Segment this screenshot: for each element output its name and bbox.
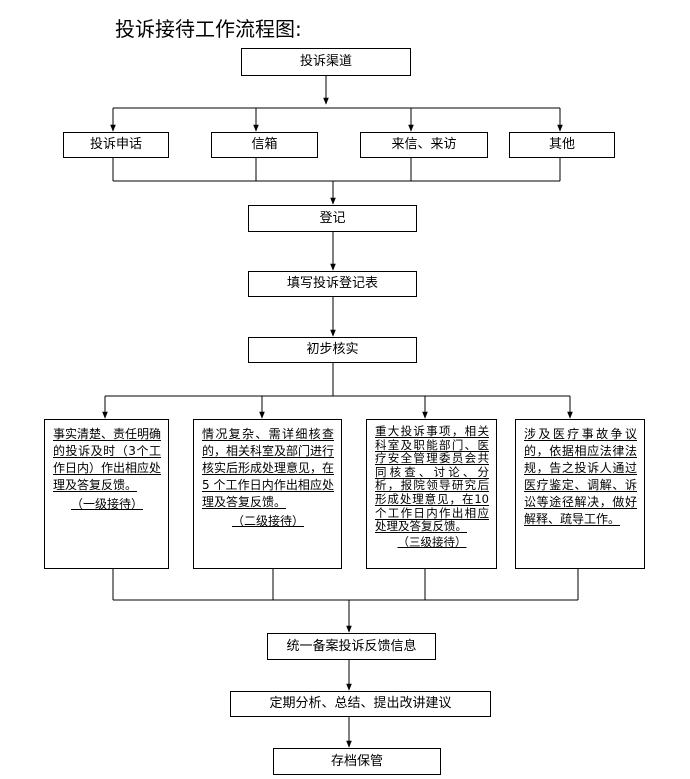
level-1-label: （一级接待）	[70, 497, 143, 511]
node-initial-verify: 初步核实	[248, 337, 417, 363]
node-letter-visit: 来信、来访	[360, 132, 488, 158]
node-archive: 存档保管	[273, 748, 441, 775]
level-2-label: （二级接待）	[231, 514, 304, 528]
level-3-label: （三级接待）	[397, 534, 467, 549]
node-complaint-channel: 投诉渠道	[241, 48, 411, 76]
node-unified-record: 统一备案投诉反馈信息	[267, 633, 436, 660]
level-2-box: 情况复杂、需详细核查的，相关科室及部门进行核实后形成处理意见，在 5 个工作日内…	[193, 419, 342, 569]
node-other: 其他	[509, 132, 615, 158]
node-fill-form: 填写投诉登记表	[248, 271, 417, 297]
node-mailbox: 信箱	[211, 132, 318, 158]
level-3-box: 重大投诉事项，相关科室及职能部门、医疗安全管理委员会共同核查、讨论、分析，报院领…	[366, 419, 497, 569]
diagram-title: 投诉接待工作流程图:	[115, 17, 302, 41]
level-1-description: 事实清楚、责任明确的投诉及时（3个工作日内）作出相应处理及答复反馈。	[53, 427, 162, 492]
level-4-description: 涉及医疗事故争议的，依据相应法律法规，告之投诉人通过医疗鉴定、调解、诉讼等途径解…	[524, 427, 637, 526]
level-1-box: 事实清楚、责任明确的投诉及时（3个工作日内）作出相应处理及答复反馈。 （一级接待…	[44, 419, 169, 569]
level-4-box: 涉及医疗事故争议的，依据相应法律法规，告之投诉人通过医疗鉴定、调解、诉讼等途径解…	[515, 419, 645, 569]
level-2-description: 情况复杂、需详细核查的，相关科室及部门进行核实后形成处理意见，在 5 个工作日内…	[202, 427, 335, 509]
node-complaint-phone: 投诉申话	[63, 132, 169, 158]
node-register: 登记	[248, 205, 417, 232]
level-3-description: 重大投诉事项，相关科室及职能部门、医疗安全管理委员会共同核查、讨论、分析，报院领…	[375, 424, 489, 534]
node-analyze-improve: 定期分析、总结、提出改讲建议	[230, 691, 491, 717]
